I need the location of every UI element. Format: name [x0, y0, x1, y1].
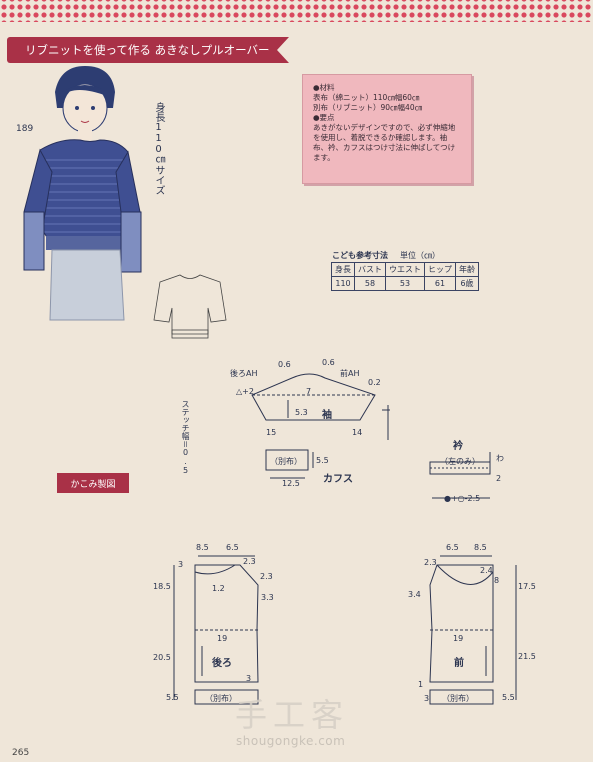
dim-label: 8.5 [474, 543, 487, 552]
dim-label: 17.5 [518, 582, 536, 591]
dim-label: 14 [352, 428, 363, 437]
dim-label: 5.5 [502, 693, 515, 702]
dim-label: 0.6 [278, 360, 291, 369]
dim-label: ●+○-2.5 [444, 494, 481, 503]
dim-label: 21.5 [518, 652, 536, 661]
table-header: 年齢 [455, 262, 479, 277]
dim-label: 0.6 [322, 358, 335, 367]
dim-label: 19 [453, 634, 464, 643]
points-text: あきがないデザインですので、必ず伸縮地を使用し、着脱できるか確認します。袖布、衿… [313, 123, 456, 162]
dim-label: 19 [217, 634, 228, 643]
materials-box: ●材料 表布（綿ニット）110㎝幅60㎝ 別布（リブニット）90㎝幅40㎝ ●要… [302, 74, 472, 184]
back-label: 後ろ [212, 658, 232, 669]
size-table-unit: 単位（㎝） [400, 251, 440, 260]
dim-label: 6.5 [226, 543, 239, 552]
dim-label: 5.5 [166, 693, 179, 702]
dim-label: 5.3 [295, 408, 308, 417]
front-ah-label: 前AH [340, 369, 360, 378]
dim-label: 12.5 [282, 479, 300, 488]
dim-label: 3 [246, 674, 252, 683]
stitch-width-label: ステッチ幅＝0.5 [181, 400, 190, 475]
height-label: 身長110㎝サイズ [153, 102, 164, 195]
dim-label: 8.5 [196, 543, 209, 552]
size-table: 身長 バスト ウエスト ヒップ 年齢 110 58 53 61 6歳 [331, 262, 479, 291]
dim-label: 5.5 [316, 456, 329, 465]
dim-label: 3 [424, 694, 430, 703]
dim-label: 3 [178, 560, 184, 569]
size-table-title: こども参考寸法 [332, 251, 388, 260]
points-heading: ●要点 [313, 113, 335, 122]
dim-label: 2.3 [424, 558, 437, 567]
betsu-label: （別布） [442, 694, 474, 703]
dim-label: 0.2 [368, 378, 381, 387]
dim-label: 20.5 [153, 653, 171, 662]
betsu-label: （別布） [270, 457, 302, 466]
page-number: 265 [12, 748, 30, 758]
dim-label: △+2 [236, 387, 254, 396]
back-ah-label: 後ろAH [230, 369, 258, 378]
dim-label: 3.3 [261, 593, 274, 602]
table-cell: 110 [331, 276, 355, 291]
dim-label: 2.3 [260, 572, 273, 581]
dim-label: 1 [418, 680, 424, 689]
dim-label: 8 [494, 576, 500, 585]
top-dot-border [0, 0, 593, 22]
table-cell: 53 [385, 276, 425, 291]
kakomi-tag: かこみ製図 [57, 473, 129, 493]
dim-label: 1.2 [212, 584, 225, 593]
dim-label: 18.5 [153, 582, 171, 591]
wa-label: わ [496, 454, 504, 463]
sleeve-label: 袖 [322, 410, 332, 421]
figure-number: 189 [16, 124, 34, 134]
dim-label: 2.3 [243, 557, 256, 566]
table-cell: 6歳 [455, 276, 479, 291]
page-title: リブニットを使って作る あきなしプルオーバー [7, 37, 289, 63]
cuffs-label: カフス [323, 474, 353, 485]
collar-label: 衿 [453, 441, 463, 452]
materials-line1: 表布（綿ニット）110㎝幅60㎝ [313, 93, 420, 102]
front-label: 前 [454, 658, 464, 669]
watermark-logo: 手工客 [235, 696, 350, 734]
materials-heading: ●材料 [313, 83, 335, 92]
kakomi-tag-text: かこみ製図 [70, 479, 116, 490]
dim-label: 6.5 [446, 543, 459, 552]
betsu-label: （別布） [205, 694, 237, 703]
left-only-label: （左のみ） [440, 457, 480, 466]
dim-label: 2.4 [480, 566, 493, 575]
watermark-url: shougongke.com [236, 734, 346, 748]
dim-label: 15 [266, 428, 277, 437]
table-row: 110 58 53 61 6歳 [331, 276, 479, 291]
materials-line2: 別布（リブニット）90㎝幅40㎝ [313, 103, 423, 112]
dim-label: 2 [496, 474, 502, 483]
page-title-text: リブニットを使って作る あきなしプルオーバー [25, 43, 270, 57]
dim-label: 3.4 [408, 590, 421, 599]
dim-label: 7 [306, 387, 312, 396]
